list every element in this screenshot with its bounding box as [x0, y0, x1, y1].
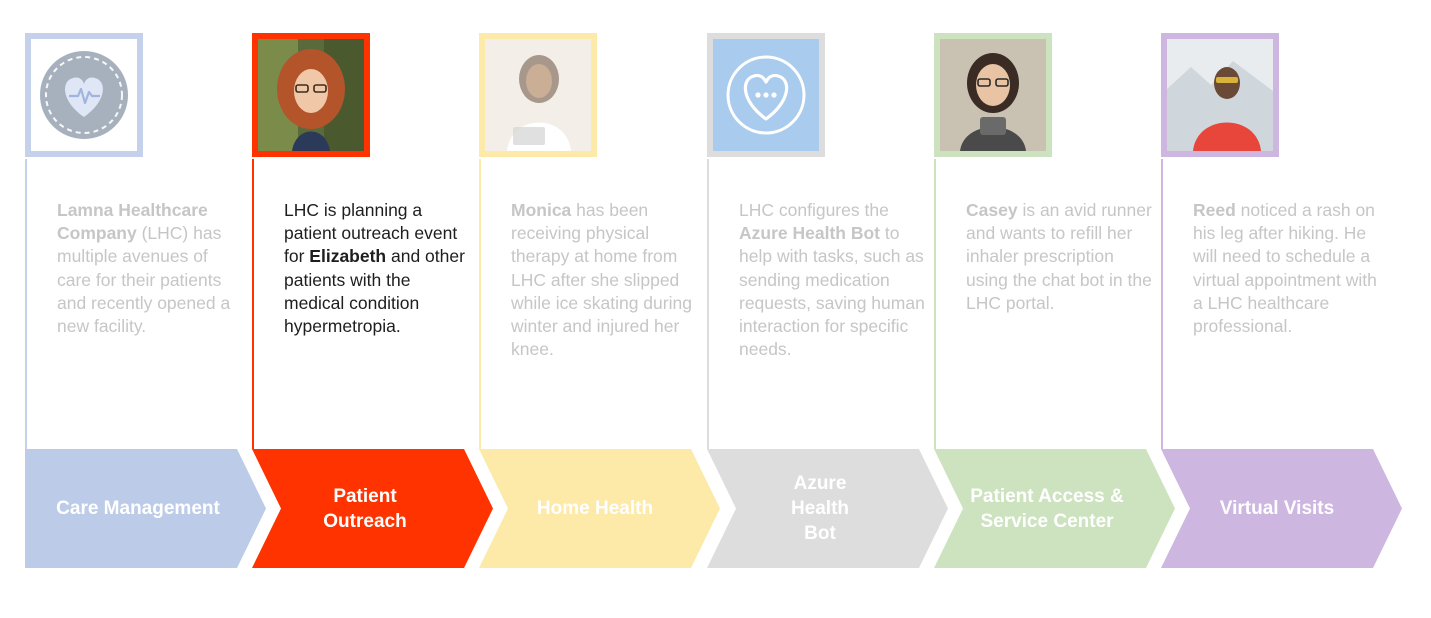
step-label: Azure Health Bot	[790, 473, 850, 544]
elizabeth-photo	[258, 39, 364, 151]
casey-photo	[940, 39, 1046, 151]
step-connector-line	[707, 159, 709, 449]
step-connector-line	[1161, 159, 1163, 449]
step-arrow: Patient Access & Service Center	[934, 449, 1175, 568]
step-description: Lamna Healthcare Company (LHC) has multi…	[57, 200, 231, 337]
step-thumbnail	[25, 33, 143, 157]
step-label: Home Health	[536, 498, 654, 519]
step-azure-health-bot: LHC configures the Azure Health Bot to h…	[707, 33, 948, 568]
step-description: Monica has been receiving physical thera…	[511, 200, 692, 360]
step-description: LHC configures the Azure Health Bot to h…	[739, 200, 925, 360]
step-home-health: Monica has been receiving physical thera…	[479, 33, 720, 568]
step-care-management: Lamna Healthcare Company (LHC) has multi…	[25, 33, 266, 568]
step-arrow: Azure Health Bot	[707, 449, 948, 568]
step-patient-outreach: LHC is planning a patient outreach event…	[252, 33, 493, 568]
step-patient-access-service-center: Casey is an avid runner and wants to ref…	[934, 33, 1175, 568]
step-description: LHC is planning a patient outreach event…	[284, 200, 465, 337]
step-label: Patient Outreach	[323, 485, 407, 532]
process-flow: Lamna Healthcare Company (LHC) has multi…	[25, 33, 1405, 568]
step-description: Reed noticed a rash on his leg after hik…	[1193, 200, 1377, 337]
chevron-shape	[479, 449, 720, 568]
step-thumbnail	[934, 33, 1052, 157]
chevron-shape	[707, 449, 948, 568]
reed-photo	[1167, 39, 1273, 151]
step-thumbnail	[707, 33, 825, 157]
step-label: Virtual Visits	[1219, 498, 1335, 519]
step-arrow: Home Health	[479, 449, 720, 568]
monica-photo	[485, 39, 591, 151]
step-connector-line	[25, 159, 27, 449]
step-connector-line	[934, 159, 936, 449]
chevron-shape	[1161, 449, 1402, 568]
heart-pulse-icon	[31, 39, 137, 151]
step-thumbnail	[252, 33, 370, 157]
chevron-shape	[25, 449, 266, 568]
step-arrow: Patient Outreach	[252, 449, 493, 568]
step-thumbnail	[1161, 33, 1279, 157]
chevron-shape	[934, 449, 1175, 568]
step-description: Casey is an avid runner and wants to ref…	[966, 200, 1152, 313]
step-connector-line	[479, 159, 481, 449]
chevron-shape	[252, 449, 493, 568]
step-virtual-visits: Reed noticed a rash on his leg after hik…	[1161, 33, 1402, 568]
step-label: Patient Access & Service Center	[970, 485, 1124, 532]
heart-chat-icon	[713, 39, 819, 151]
step-thumbnail	[479, 33, 597, 157]
step-arrow: Virtual Visits	[1161, 449, 1402, 568]
step-label: Care Management	[56, 498, 220, 519]
step-arrow: Care Management	[25, 449, 266, 568]
step-connector-line	[252, 159, 254, 449]
